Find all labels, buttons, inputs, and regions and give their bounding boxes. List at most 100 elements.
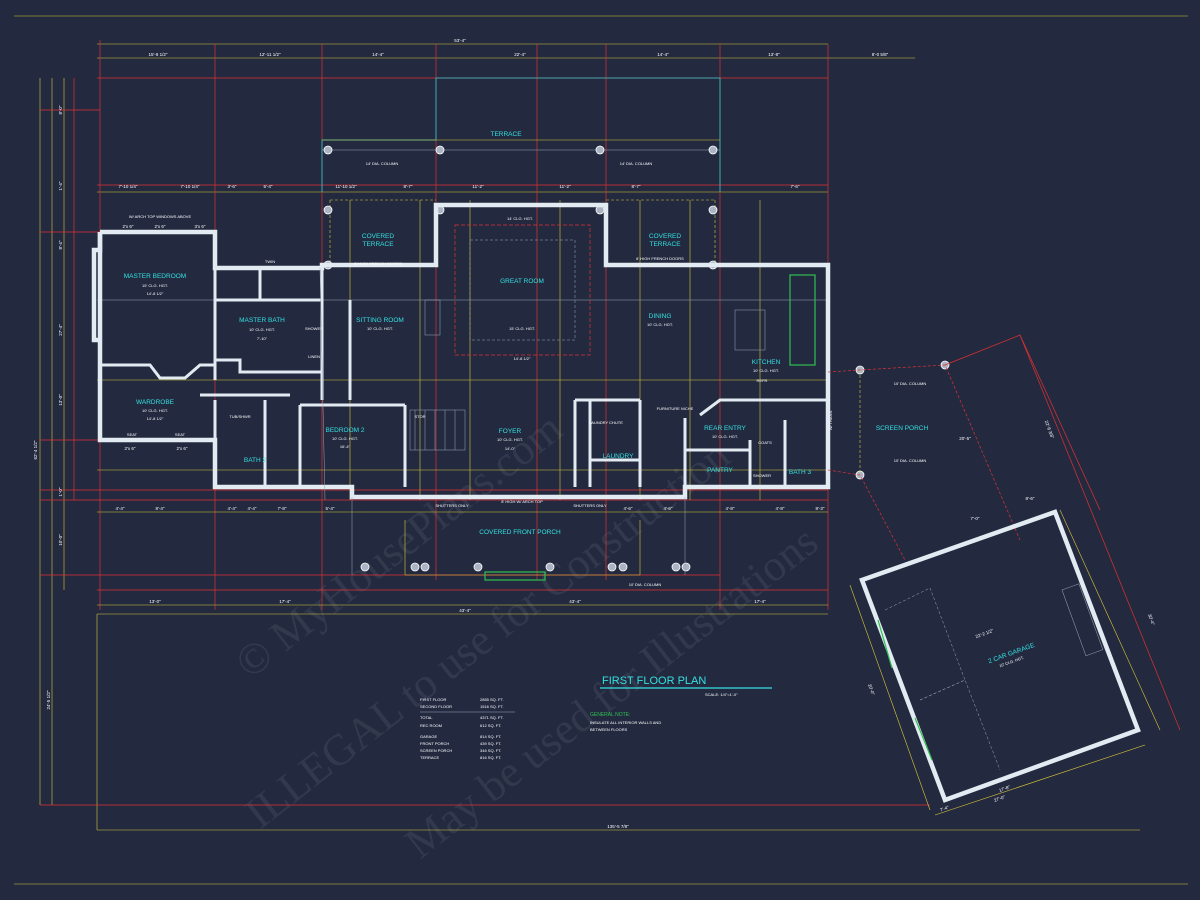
dim-porch-2: 8'-4" — [156, 506, 165, 511]
window-tag-1: 2'x 6" — [123, 224, 134, 229]
area-value-4: 612 SQ. FT. — [480, 723, 501, 728]
room-master-bath: MASTER BATH — [239, 317, 285, 324]
room-master-bath-dim: 7'-10" — [257, 336, 268, 341]
dim-top-overall: 53'-4" — [454, 38, 466, 43]
room-master-bedroom-note: 15' CLG. HGT. — [142, 283, 168, 288]
dim-porch-9: 4'-8" — [726, 506, 735, 511]
area-value-5: 814 SQ. FT. — [480, 734, 501, 739]
note-coats: COATS — [758, 440, 772, 445]
room-labels: W/ ARCH TOP WINDOWS ABOVE MASTER BEDROOM… — [124, 214, 833, 508]
note-seat-1: SEAT — [127, 432, 138, 437]
dim-porch-1: 4'-4" — [116, 506, 125, 511]
room-bedroom-2-note: 10' CLG. HGT. — [332, 436, 358, 441]
dim-garage-2: 17'-8" — [998, 784, 1011, 793]
area-label-1: FIRST FLOOR — [420, 697, 446, 702]
room-rear-entry: REAR ENTRY — [704, 425, 746, 432]
dim-porch-6: 5'-4" — [326, 506, 335, 511]
area-value-1: 2855 SQ. FT. — [480, 697, 504, 702]
note-linen: LINEN — [308, 354, 320, 359]
note-col-14-left: 14' DIA. COLUMN — [366, 161, 399, 166]
room-covered-terrace-left-1: COVERED — [362, 233, 394, 240]
dim-screen-4: 8'-6" — [1026, 496, 1035, 501]
covered-front-porch: COVERED FRONT PORCH 10' DIA. COLUMN — [351, 497, 686, 587]
room-bath-3: BATH 3 — [789, 469, 812, 476]
dim-bottom-1: 13'-0" — [149, 599, 161, 604]
window-tag-4: 2'x 6" — [125, 446, 136, 451]
dim-row2-3: 3'-6" — [228, 184, 237, 189]
garage: 2 CAR GARAGE 10' CLG. HGT. 22'-2 1/2" 27… — [849, 509, 1161, 816]
window-tag-2: 2'x 6" — [155, 224, 166, 229]
area-value-3: 4371 SQ. FT. — [480, 715, 504, 720]
note-shutters-left: SHUTTERS ONLY — [435, 503, 469, 508]
room-great-room: GREAT ROOM — [500, 278, 544, 285]
dim-row2-2: 7'-10 1/4" — [181, 184, 200, 189]
dim-row2-5: 11'-10 1/2" — [335, 184, 357, 189]
dim-row2-4: 5'-4" — [264, 184, 273, 189]
note-col-14-right: 14' DIA. COLUMN — [620, 161, 653, 166]
dimension-grid — [39, 40, 1140, 831]
note-arch-top: 8' HIGH W/ ARCH TOP — [501, 499, 543, 504]
room-foyer-dim: 14'-0" — [505, 446, 516, 451]
note-french-left: 8' HIGH FRENCH DOORS — [354, 261, 402, 266]
room-wardrobe-dim: 14'-8 1/2" — [147, 416, 164, 421]
dim-bottom-2: 17'-4" — [279, 599, 291, 604]
dim-bottom-4: 43'-4" — [569, 599, 581, 604]
dim-garage-4: 30'-4" — [1147, 613, 1156, 626]
dim-porch-11: 8'-3" — [816, 506, 825, 511]
dim-left-7: 10'-0" — [58, 534, 63, 546]
area-label-7: SCREEN PORCH — [420, 748, 452, 753]
dim-bottom-5: 17'-4" — [754, 599, 766, 604]
room-kitchen-note: 10' CLG. HGT. — [753, 368, 779, 373]
dim-bottom-overall: 135'-5 7/8" — [607, 824, 629, 829]
note-col-10-screen-bot: 10' DIA. COLUMN — [894, 458, 927, 463]
general-note-line-2: BETWEEN FLOORS — [590, 727, 628, 732]
room-great-room-note: 15' CLG. HGT. — [509, 326, 535, 331]
room-wardrobe-note: 10' CLG. HGT. — [142, 408, 168, 413]
plan-scale: SCALE: 1/4"=1'-0" — [705, 692, 738, 697]
area-label-5: GARAGE — [420, 734, 437, 739]
dim-top-right: 8'-0 5/8" — [872, 52, 889, 57]
dimension-labels: 53'-4" 8'-0 5/8" 15'-8 1/2" 12'-11 1/2" … — [33, 38, 889, 829]
watermark-line-1: © MyHousePlans.com — [226, 403, 571, 688]
dim-top-seg-5: 14'-4" — [657, 52, 669, 57]
room-sitting-room: SITTING ROOM — [356, 317, 404, 324]
dim-left-4: 27'-4" — [58, 324, 63, 336]
room-screen-porch: SCREEN PORCH — [876, 425, 929, 432]
room-covered-terrace-right-1: COVERED — [649, 233, 681, 240]
dim-left-3: 8'-4" — [58, 240, 63, 249]
interior-walls — [100, 265, 828, 501]
dim-porch-10: 4'-8" — [776, 506, 785, 511]
dim-left-overall: 62'-4 1/2" — [33, 440, 38, 459]
dim-row2-8: 11'-2" — [559, 184, 571, 189]
room-garage-dim: 22'-2 1/2" — [975, 628, 995, 639]
area-label-2: SECOND FLOOR — [420, 704, 452, 709]
title-block: FIRST FLOOR PLAN SCALE: 1/4"=1'-0" GENER… — [590, 675, 772, 732]
note-w-trans: W/ TRANS. — [828, 410, 833, 431]
dim-porch-4: 4'-4" — [248, 506, 257, 511]
dim-left-outer: 24'-5 1/2" — [46, 690, 51, 709]
room-great-room-dim: 14'-8 1/2" — [514, 356, 531, 361]
dim-screen-1: 22'-8 3/8" — [1044, 420, 1055, 440]
room-covered-terrace-right-2: TERRACE — [649, 241, 681, 248]
note-arch-windows: W/ ARCH TOP WINDOWS ABOVE — [129, 214, 192, 219]
room-dining: DINING — [649, 313, 672, 320]
area-value-2: 1516 SQ. FT. — [480, 704, 504, 709]
screen-porch: SCREEN PORCH 10' DIA. COLUMN 10' DIA. CO… — [827, 334, 1181, 731]
note-shutters-right: SHUTTERS ONLY — [573, 503, 607, 508]
room-covered-terrace-left-2: TERRACE — [362, 241, 394, 248]
stair-details — [409, 224, 816, 451]
room-foyer: FOYER — [499, 428, 522, 435]
room-sitting-room-note: 10' CLG. HGT. — [367, 326, 393, 331]
area-value-7: 346 SQ. FT. — [480, 748, 501, 753]
dim-left-6: 1'-0" — [58, 487, 63, 496]
window-tags: 2'x 6" 2'x 6" 3'x 6" 2'x 6" 2'x 6" — [123, 224, 206, 451]
room-bedroom-2: BEDROOM 2 — [325, 427, 364, 434]
note-stor: STOR — [414, 414, 425, 419]
dim-top-seg-1: 15'-8 1/2" — [149, 52, 168, 57]
room-master-bath-note: 10' CLG. HGT. — [249, 327, 275, 332]
note-french-right: 8' HIGH FRENCH DOORS — [636, 256, 684, 261]
note-tub-shwr: TUB/SHWR — [229, 414, 250, 419]
dim-garage-5: 20'-0" — [867, 683, 876, 696]
area-value-8: 816 SQ. FT. — [480, 755, 501, 760]
